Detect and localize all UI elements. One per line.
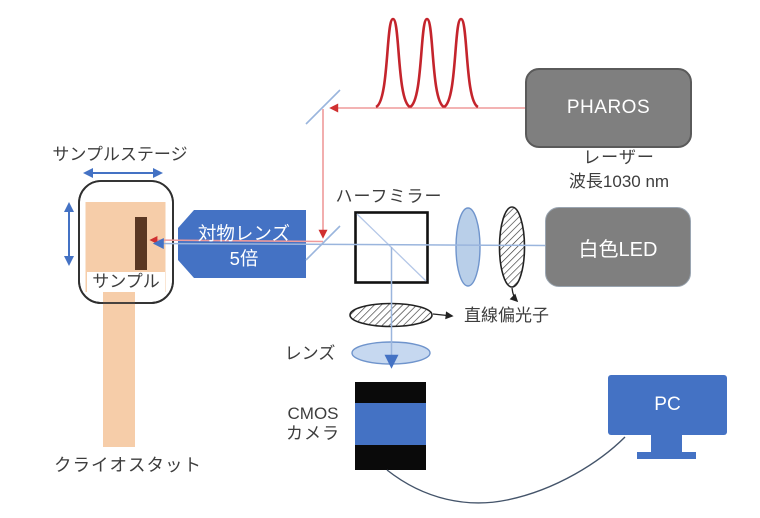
pharos-laser-box: PHAROS <box>525 68 692 148</box>
laser-pulse-train <box>375 17 479 109</box>
led-beam-horizontal <box>152 238 546 250</box>
linear-polarizer-label: 直線偏光子 <box>464 306 549 325</box>
steering-mirror <box>305 89 341 125</box>
laser-wavelength-caption: 波長1030 nm <box>568 172 670 191</box>
camera-pc-cable <box>386 436 626 504</box>
collimating-lens <box>455 207 481 287</box>
cryostat-label: クライオスタット <box>54 455 202 475</box>
lens-label: レンズ <box>284 344 336 363</box>
pc-label: PC <box>654 394 681 415</box>
polarizer-led <box>498 206 526 288</box>
sample-label: サンプル <box>87 272 165 292</box>
dichroic-mirror <box>305 225 341 261</box>
cryostat-arm <box>103 288 135 447</box>
sample-bar <box>135 217 147 270</box>
sample-stage-border <box>78 180 174 304</box>
white-led-box: 白色LED <box>545 207 691 287</box>
polarizer-callout-arrow-2 <box>509 287 519 303</box>
cmos-camera-label-line1: CMOS <box>287 404 339 423</box>
cmos-camera-band <box>355 403 426 445</box>
pc-monitor <box>608 375 727 459</box>
polarizer-callout-arrow-1 <box>432 311 454 320</box>
laser-caption: レーザー <box>583 148 655 167</box>
cmos-camera-label-line2: カメラ <box>286 424 340 443</box>
objective-lens-label: 対物レンズ <box>197 223 291 244</box>
sample-stage-label: サンプルステージ <box>52 145 188 164</box>
laser-beam-to-sample <box>149 236 324 245</box>
half-mirror-label: ハーフミラー <box>335 187 443 206</box>
objective-lens-magnification: 5倍 <box>229 248 259 269</box>
